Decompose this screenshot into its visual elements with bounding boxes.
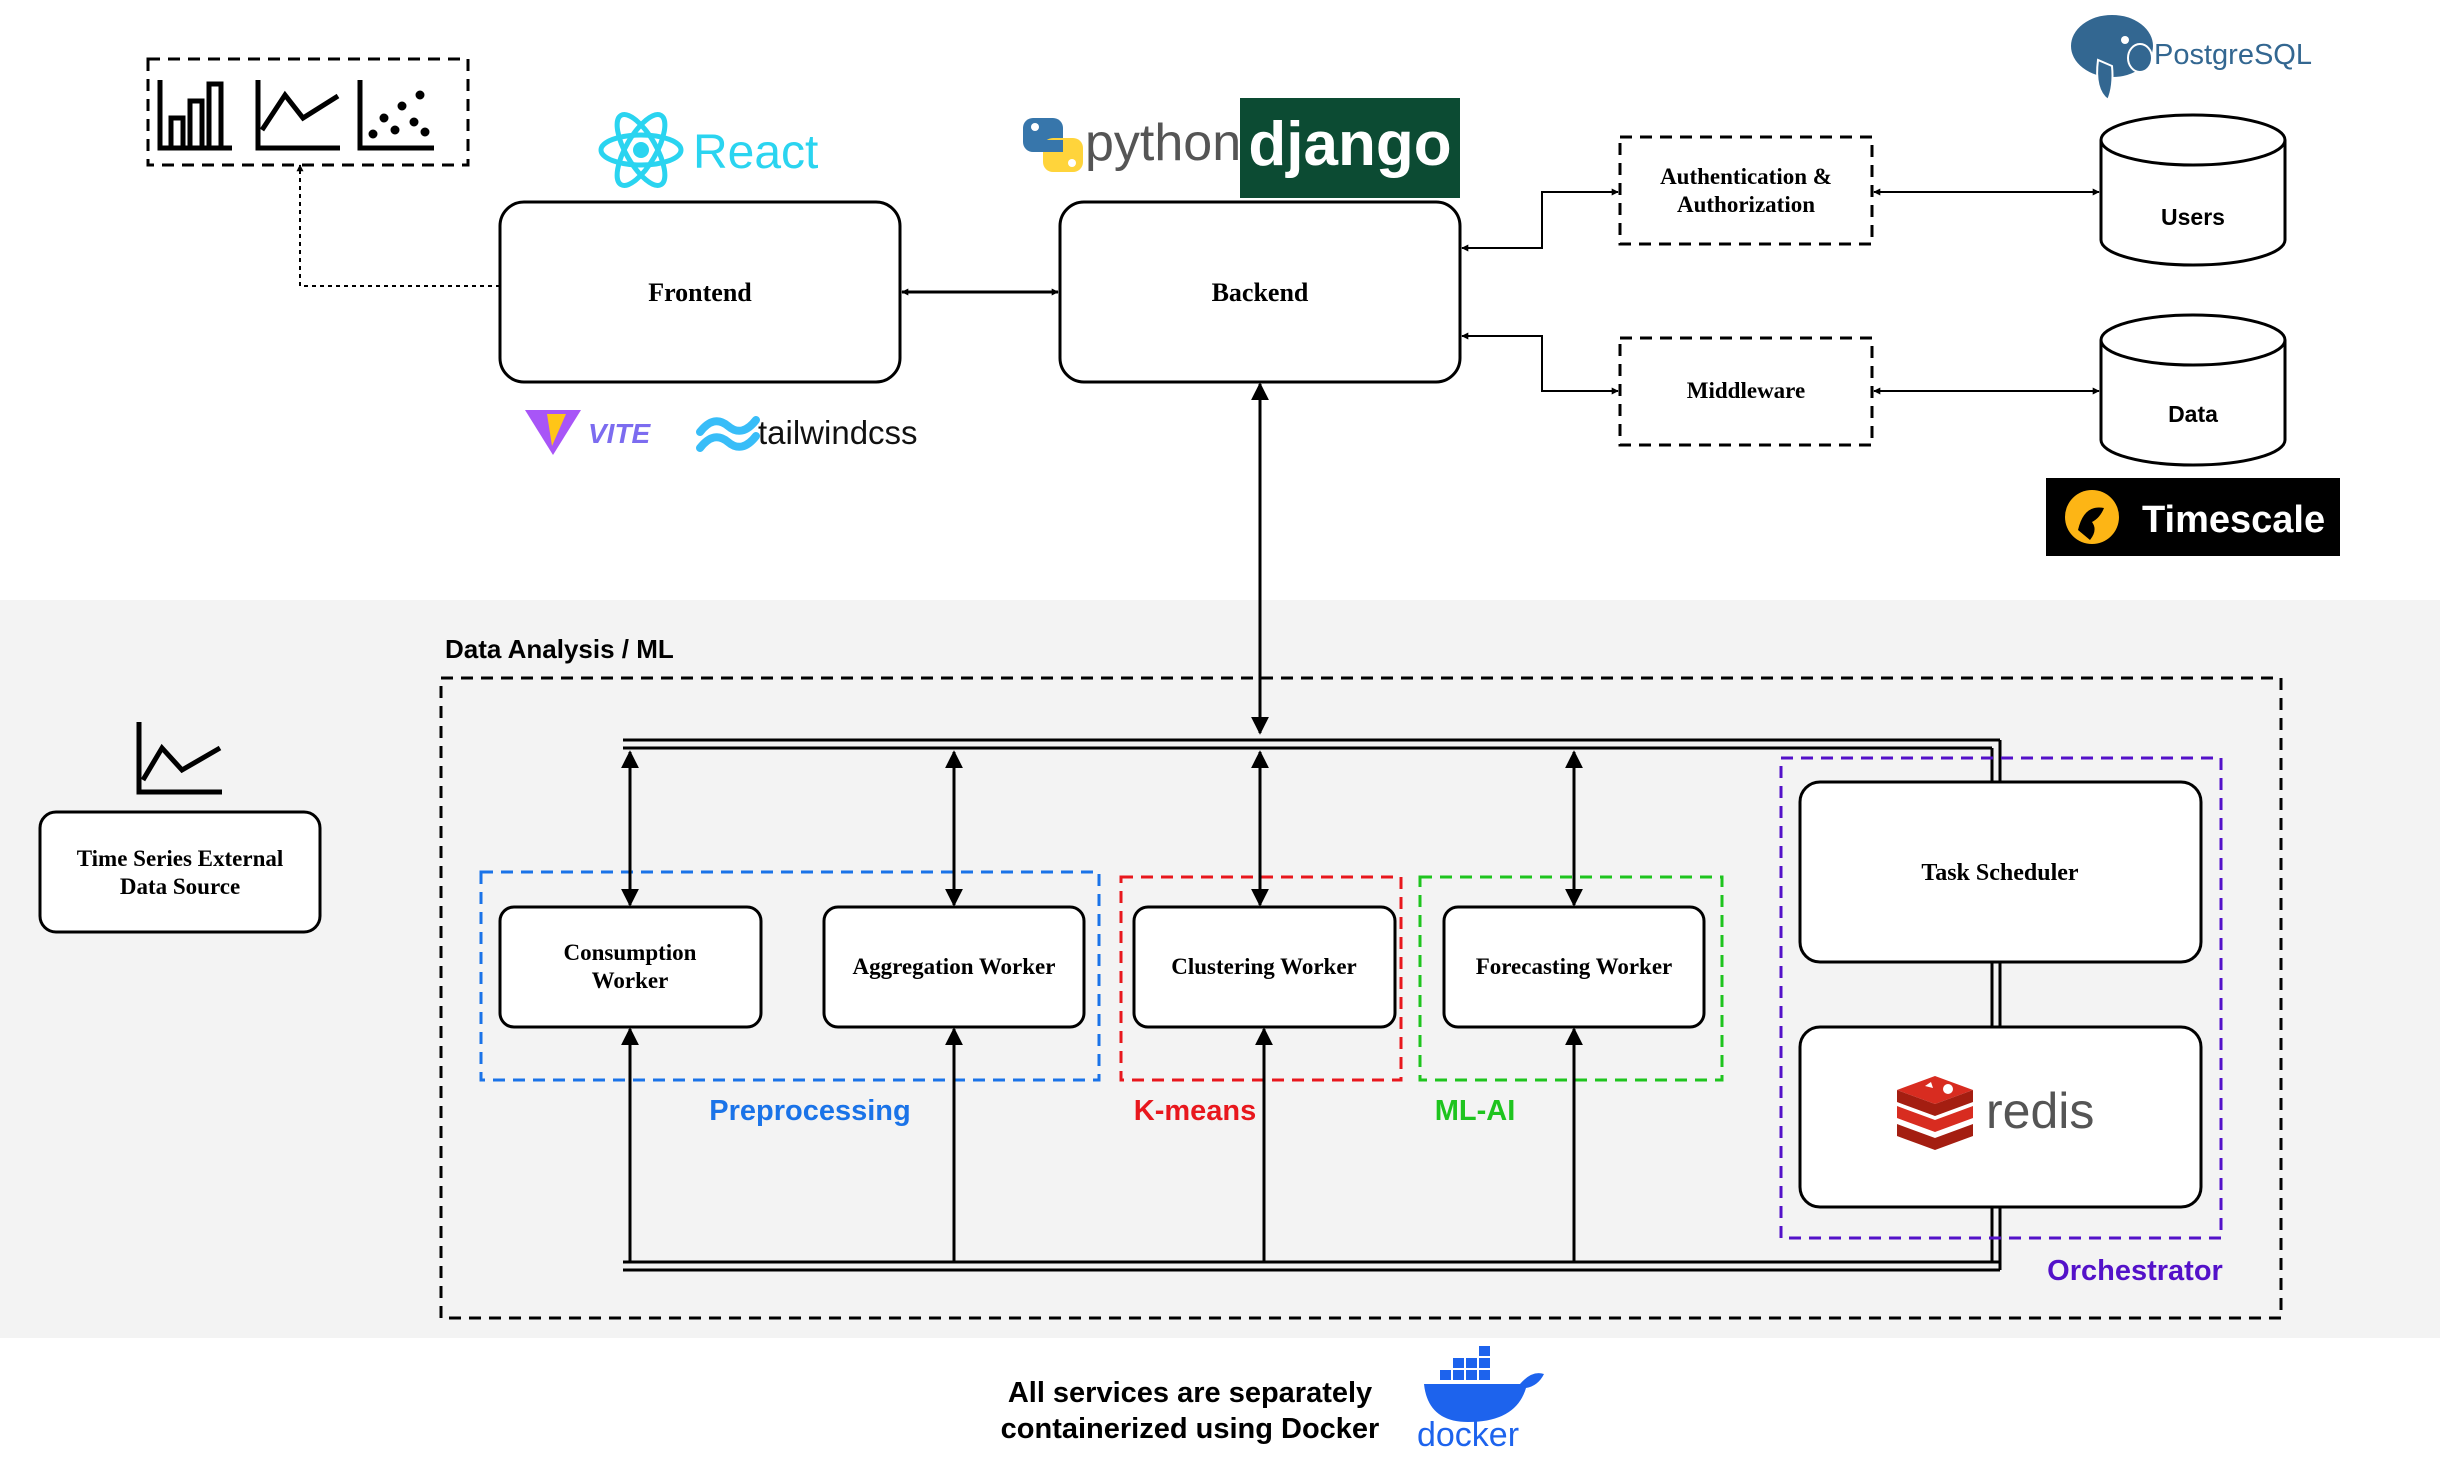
django-logo: django (1240, 98, 1460, 198)
auth-box: Authentication & Authorization (1618, 135, 1874, 246)
frontend-box: Frontend (498, 200, 902, 384)
top-bus (623, 738, 2000, 750)
svg-text:Authorization: Authorization (1677, 192, 1815, 217)
backend-box: Backend (1058, 200, 1462, 384)
svg-text:Authentication &: Authentication & (1660, 164, 1832, 189)
preprocessing-group (479, 870, 1101, 1082)
svg-text:Consumption: Consumption (564, 940, 697, 965)
scatter-chart-icon (357, 80, 434, 151)
svg-text:python: python (1085, 114, 1241, 172)
footer-line-2: containerized using Docker (1001, 1413, 1380, 1445)
bar-chart-icon (157, 80, 232, 151)
external-data-source-box: Time Series External Data Source (38, 810, 322, 934)
svg-text:PostgreSQL: PostgreSQL (2154, 39, 2312, 71)
redis-icon (1897, 1076, 1973, 1150)
redis-box: redis (1798, 1025, 2203, 1209)
data-database: Data (2099, 313, 2287, 467)
frontend-to-chart-connector (296, 164, 500, 287)
svg-text:Aggregation Worker: Aggregation Worker (853, 954, 1056, 979)
task-scheduler-box: Task Scheduler (1798, 780, 2203, 964)
consumption-worker-box: Consumption Worker (498, 905, 763, 1029)
aggregation-worker-box: Aggregation Worker (822, 905, 1086, 1029)
line-chart-icon (255, 80, 340, 151)
svg-text:django: django (1248, 110, 1451, 179)
users-database: Users (2099, 113, 2287, 267)
backend-auth-arrow (1461, 188, 1619, 252)
middleware-box: Middleware (1618, 336, 1874, 447)
svg-text:Users: Users (2161, 204, 2225, 230)
footer-line-1: All services are separately (1008, 1377, 1372, 1409)
preprocessing-label: Preprocessing (709, 1095, 910, 1127)
svg-text:Middleware: Middleware (1687, 378, 1805, 403)
orchestrator-label: Orchestrator (2047, 1255, 2223, 1287)
svg-text:Timescale: Timescale (2142, 499, 2325, 541)
svg-text:redis: redis (1986, 1083, 2094, 1139)
line-chart-icon (136, 722, 222, 795)
backend-middleware-arrow (1461, 332, 1619, 395)
svg-text:Forecasting Worker: Forecasting Worker (1476, 954, 1673, 979)
svg-text:Clustering Worker: Clustering Worker (1171, 954, 1356, 979)
svg-text:Data: Data (2168, 401, 2218, 427)
svg-text:Backend: Backend (1212, 278, 1309, 307)
svg-text:React: React (693, 126, 818, 179)
kmeans-label: K-means (1134, 1095, 1257, 1127)
svg-text:VITE: VITE (588, 418, 652, 449)
python-icon (1023, 118, 1083, 172)
svg-text:tailwindcss: tailwindcss (758, 414, 918, 451)
chart-icons-box (146, 57, 470, 167)
tailwind-logo: tailwindcss (696, 414, 918, 452)
forecasting-worker-box: Forecasting Worker (1442, 905, 1706, 1029)
timescale-logo: Timescale (2046, 478, 2340, 556)
svg-text:docker: docker (1417, 1416, 1519, 1454)
orchestrator-group (1779, 756, 2223, 1240)
analysis-title: Data Analysis / ML (445, 634, 674, 664)
docker-whale-icon (1424, 1346, 1544, 1422)
analysis-group-border (439, 676, 2283, 1320)
react-logo: React (598, 112, 818, 188)
mlai-label: ML-AI (1435, 1095, 1516, 1127)
postgresql-logo: PostgreSQL (2069, 13, 2312, 102)
docker-logo: docker (1417, 1346, 1544, 1454)
svg-text:Worker: Worker (592, 968, 669, 993)
vite-logo: VITE (525, 410, 652, 455)
svg-text:Time Series External: Time Series External (77, 846, 284, 871)
bottom-bus (623, 1260, 2000, 1272)
clustering-worker-box: Clustering Worker (1132, 905, 1397, 1029)
python-logo: python (1023, 114, 1241, 172)
elephant-icon (2069, 13, 2155, 102)
svg-text:Data Source: Data Source (120, 874, 240, 899)
svg-text:Task Scheduler: Task Scheduler (1921, 860, 2079, 886)
svg-text:Frontend: Frontend (648, 278, 752, 307)
